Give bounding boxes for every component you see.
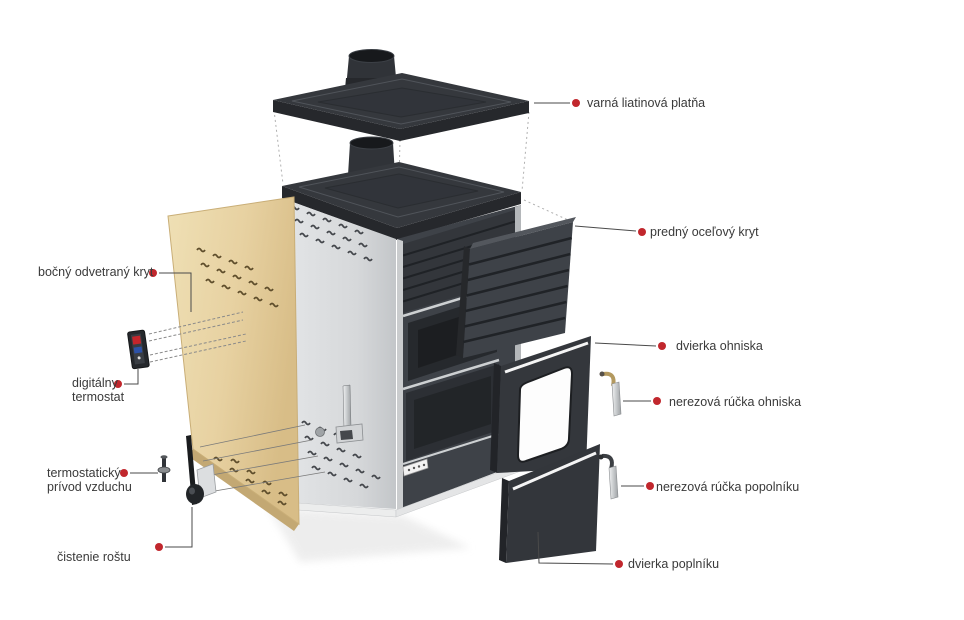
ashpan-door-face — [506, 444, 600, 563]
leader-predny-kryt — [574, 225, 646, 236]
firebox-door-window — [516, 366, 574, 463]
marker-dot — [572, 99, 580, 107]
ashpan-handle — [598, 453, 619, 500]
marker-dot — [149, 269, 157, 277]
marker-dot — [615, 560, 623, 568]
label-bocny-kryt: bočný odvetraný kryt — [38, 265, 154, 279]
front-cover-slats — [462, 236, 573, 344]
grate-cleaning-rod — [186, 424, 326, 505]
marker-dot — [638, 228, 646, 236]
marker-dot — [646, 482, 654, 490]
body-left-face — [284, 199, 396, 509]
marker-dot — [120, 469, 128, 477]
label-cistenie-rostu: čistenie roštu — [57, 550, 131, 564]
front-cover-face — [463, 222, 573, 358]
floor-shadow — [268, 508, 470, 562]
leader-digitalny-termostat — [114, 369, 139, 388]
label-digitalny-termostat: digitálny termostat — [72, 376, 125, 404]
marker-dot — [114, 380, 122, 388]
leader-bocny-kryt — [149, 269, 192, 312]
leader-varna-platna — [534, 99, 580, 107]
label-varna-platna: varná liatinová platňa — [587, 96, 706, 110]
leader-rucka-ohniska — [623, 397, 661, 405]
air-supply-valve — [157, 455, 171, 482]
leader-dvierka-ohniska — [594, 342, 666, 350]
cooking-plate — [273, 49, 529, 141]
corner-post-front — [397, 239, 403, 510]
body-top-edge — [282, 186, 521, 240]
marker-dot — [658, 342, 666, 350]
label-predny-kryt: predný oceľový kryt — [650, 225, 759, 239]
leader-rucka-popolnika — [621, 482, 654, 490]
leader-termostaticky-privod — [120, 469, 158, 477]
thermostat-lever — [315, 384, 364, 444]
plate-edge — [273, 100, 529, 141]
label-dvierka-ohniska: dvierka ohniska — [676, 339, 763, 353]
leader-cistenie-rostu — [155, 507, 193, 551]
ashpan-door — [499, 444, 600, 563]
label-rucka-ohniska: nerezová rúčka ohniska — [669, 395, 802, 409]
label-termostaticky-privod: termostatický prívod vzduchu — [47, 466, 132, 494]
side-vented-cover — [167, 196, 300, 531]
front-steel-cover — [456, 217, 576, 358]
brand-badge — [402, 458, 429, 477]
label-dvierka-popolnika: dvierka poplníku — [628, 557, 720, 571]
leader-dvierka-popolnika — [537, 531, 623, 568]
digital-thermostat — [127, 311, 247, 370]
chimney-opening — [348, 49, 395, 63]
stove-body — [282, 136, 522, 518]
label-rucka-popolnika: nerezová rúčka popolníku — [656, 480, 800, 494]
marker-dot — [653, 397, 661, 405]
marker-dot — [155, 543, 163, 551]
firebox-handle — [599, 371, 622, 417]
firebox-door — [490, 336, 591, 473]
side-cover-face — [167, 196, 300, 525]
